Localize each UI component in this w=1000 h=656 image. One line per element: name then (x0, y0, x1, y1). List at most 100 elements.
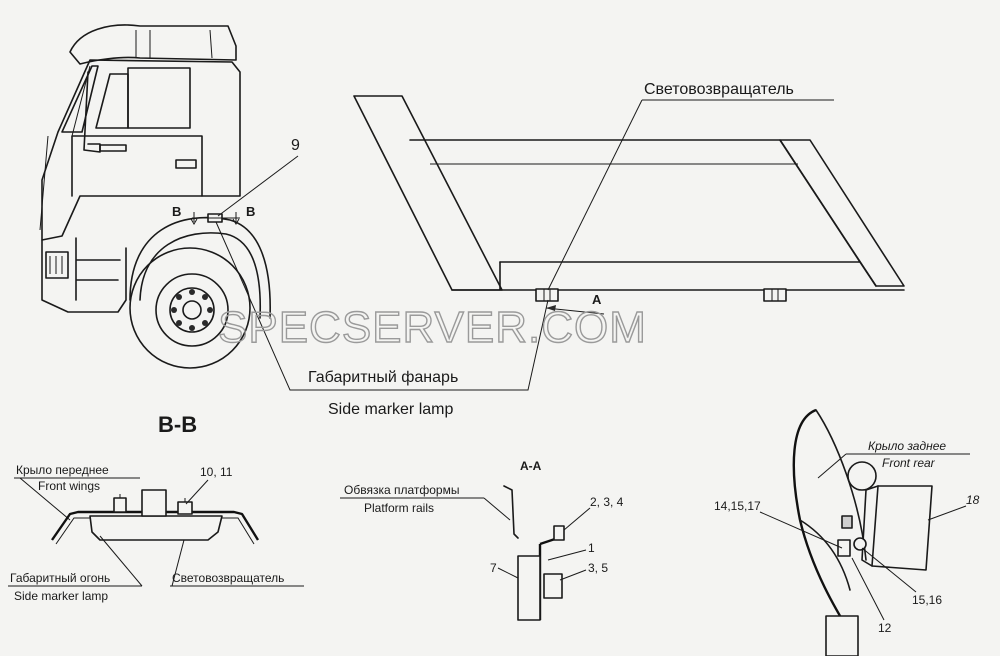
section-bb-title: B-B (158, 412, 197, 437)
callout-1: 1 (588, 541, 595, 555)
rear-board (779, 139, 905, 287)
callout-12: 12 (878, 621, 892, 635)
lamp-leader (215, 221, 549, 391)
section-b-label-right: B (246, 204, 255, 219)
callout-2-3-4-leader (563, 507, 591, 531)
door-outline (71, 135, 203, 197)
wing-tube (847, 461, 877, 491)
callout-9-leader (217, 155, 299, 217)
headlight (45, 251, 69, 279)
truck-cab: B B 9 (39, 24, 300, 369)
bb-lamp-body (141, 489, 167, 517)
headlight-lines (49, 256, 63, 274)
reflector-rear (763, 288, 787, 302)
aa-reflector-body (517, 555, 541, 621)
gabarit-light-leader (99, 535, 143, 587)
section-a-arrowhead (546, 305, 556, 311)
aa-clamp (543, 573, 563, 599)
rear-lamp-housing (871, 485, 933, 571)
reflector-bb: Световозвращатель (172, 571, 284, 585)
rear-mount-bolt (837, 539, 851, 557)
rear-mount-nut (853, 537, 867, 551)
section-a-line (545, 307, 605, 315)
callout-15-16: 15,16 (912, 593, 942, 607)
callout-15-16-leader (861, 547, 917, 593)
callout-7: 7 (490, 561, 497, 575)
badge (99, 144, 127, 152)
side-window-door (127, 67, 191, 129)
wheel-nuts (171, 289, 213, 331)
callout-7-leader (497, 567, 519, 579)
section-a-label: A (592, 292, 602, 307)
callout-18: 18 (966, 493, 980, 507)
platform-bottom (451, 261, 905, 291)
platform-rail-leader (483, 497, 511, 521)
front-fender (129, 216, 271, 319)
spoiler-ribs (135, 29, 213, 59)
rear-mount-plate (841, 515, 853, 529)
side-marker-lamp-label: Side marker lamp (328, 401, 453, 418)
mirror-arm (83, 71, 101, 153)
callout-2-3-4: 2, 3, 4 (590, 495, 624, 509)
callout-18-leader (927, 505, 967, 521)
front-wing-ru: Крыло переднее (16, 463, 109, 477)
callout-14-15-17-leader (759, 511, 843, 549)
mudguard-edge (799, 519, 851, 591)
callout-12-leader (851, 557, 885, 621)
side-marker-lamp-2: Side marker lamp (14, 589, 108, 603)
callout-10-11-leader (185, 479, 209, 505)
mudguard-bracket-bottom (825, 615, 859, 656)
rear-lamp-side (861, 485, 879, 567)
reflector-leader (547, 99, 643, 291)
rear-wing-leader (817, 453, 847, 479)
windshield (61, 65, 99, 133)
aa-bolt (553, 525, 565, 541)
section-b-label-left: B (172, 204, 181, 219)
section-aa-title: A-A (520, 459, 542, 473)
front-wheel-rim (155, 273, 229, 347)
reflector-front (535, 288, 559, 302)
gabarit-lamp-label: Габаритный фанарь (308, 369, 458, 386)
reflector-front-lines (543, 289, 551, 301)
door-handle (175, 159, 197, 169)
front-bumper (41, 239, 127, 313)
callout-1-leader (547, 549, 587, 561)
section-b-arrow-right (232, 212, 240, 225)
rear-wing-en: Front rear (882, 456, 936, 470)
front-board (353, 95, 503, 291)
rail-profile (503, 485, 519, 539)
side-window-front (95, 73, 129, 129)
bb-bolt-heads (119, 494, 186, 502)
section-bb: B-B Крыло переднее Front wings 10, 11 Га… (8, 412, 304, 603)
rear-wing-detail: Крыло заднее Front rear 18 14,15,17 15,1… (714, 408, 980, 656)
front-wing-leader (19, 477, 71, 521)
section-b-arrow-left (190, 212, 198, 225)
front-wheel-center (182, 300, 202, 320)
front-wing-en: Front wings (38, 479, 100, 493)
front-wheel-tyre (129, 247, 251, 369)
front-edge (39, 135, 49, 231)
callout-9: 9 (291, 137, 300, 154)
gabarit-light-ru: Габаритный огонь (10, 571, 110, 585)
rear-wing-ru: Крыло заднее (868, 439, 946, 453)
reflector-label-top: Световозвращатель (644, 81, 794, 98)
reflector-bb-leader (171, 539, 185, 587)
bb-bolt-left (113, 497, 127, 513)
lamp-label-group: Габаритный фанарь Side marker lamp (215, 221, 549, 418)
dump-platform: A Световозвращатель (353, 81, 905, 315)
platform-rail-en: Platform rails (364, 501, 434, 515)
callout-3-5: 3, 5 (588, 561, 608, 575)
callout-10-11: 10, 11 (200, 465, 233, 479)
callout-14-15-17: 14,15,17 (714, 499, 761, 513)
grille-steps (75, 237, 121, 301)
reflector-rear-lines (771, 289, 779, 301)
bb-bolt-right (177, 501, 193, 515)
bb-lamp-housing (89, 515, 223, 541)
section-aa: A-A Обвязка платформы Platform rails 2, … (340, 459, 624, 621)
front-wheel-hub (169, 287, 215, 333)
platform-rail-ru: Обвязка платформы (344, 483, 459, 497)
callout-3-5-leader (559, 569, 587, 581)
watermark: SPECSERVER.COM (218, 303, 647, 352)
